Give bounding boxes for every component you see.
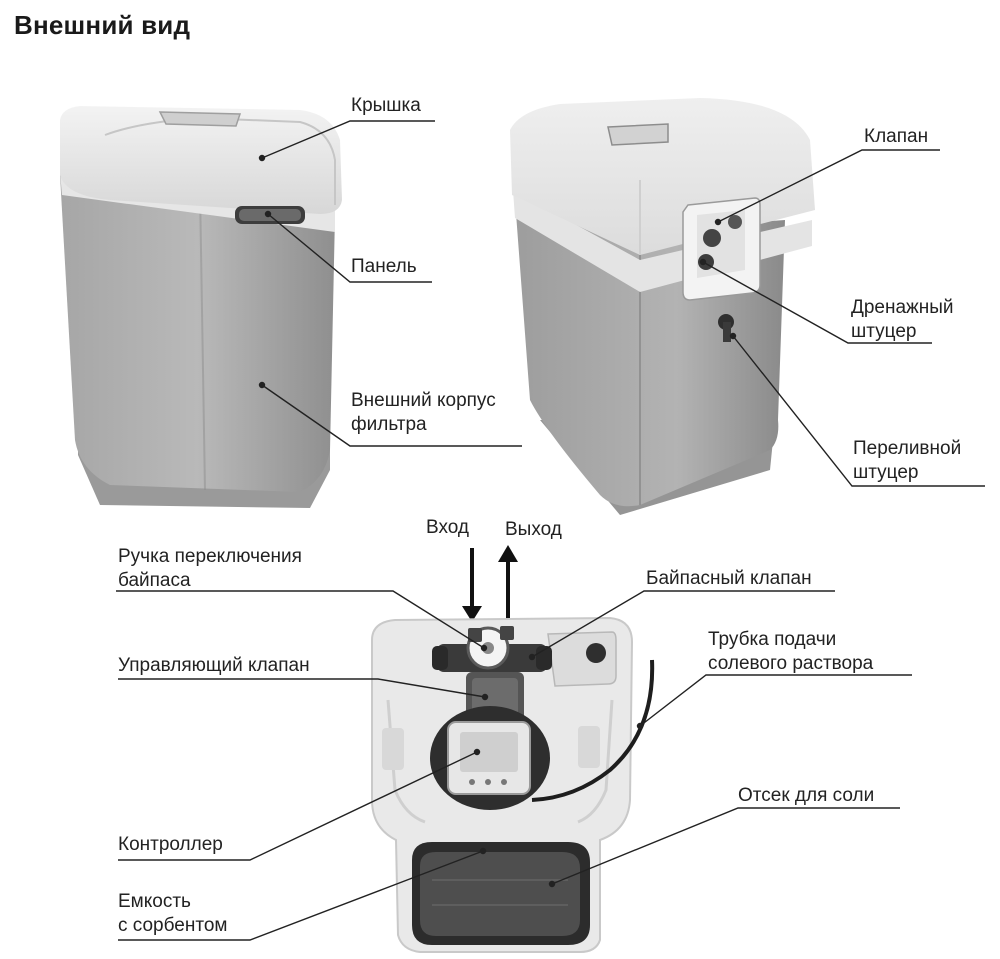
left-unit	[60, 106, 342, 508]
label-bypass-handle: Ручка переключения байпаса	[118, 546, 302, 591]
leader-lines	[116, 120, 985, 941]
bottom-unit	[371, 545, 655, 953]
label-lid: Крышка	[351, 95, 421, 116]
page-title: Внешний вид	[14, 10, 191, 40]
right-unit	[510, 98, 815, 515]
label-salt-compartment: Отсек для соли	[738, 785, 875, 806]
label-brine-tube: Трубка подачи солевого раствора	[708, 629, 874, 674]
label-sorbent-tank: Емкость с сорбентом	[118, 891, 228, 936]
label-inlet: Вход	[426, 517, 469, 538]
label-overflow-fitting: Переливной штуцер	[853, 438, 962, 483]
label-control-valve: Управляющий клапан	[118, 655, 310, 676]
outlet-arrow-icon	[498, 545, 518, 562]
label-drain-fitting: Дренажный штуцер	[851, 297, 954, 342]
label-panel: Панель	[351, 256, 417, 277]
label-valve: Клапан	[864, 126, 929, 147]
label-outer-housing: Внешний корпус фильтра	[351, 390, 496, 435]
label-outlet: Выход	[505, 519, 562, 540]
label-bypass-valve: Байпасный клапан	[646, 568, 812, 589]
label-controller: Контроллер	[118, 834, 223, 855]
inlet-arrow-icon	[462, 606, 482, 622]
